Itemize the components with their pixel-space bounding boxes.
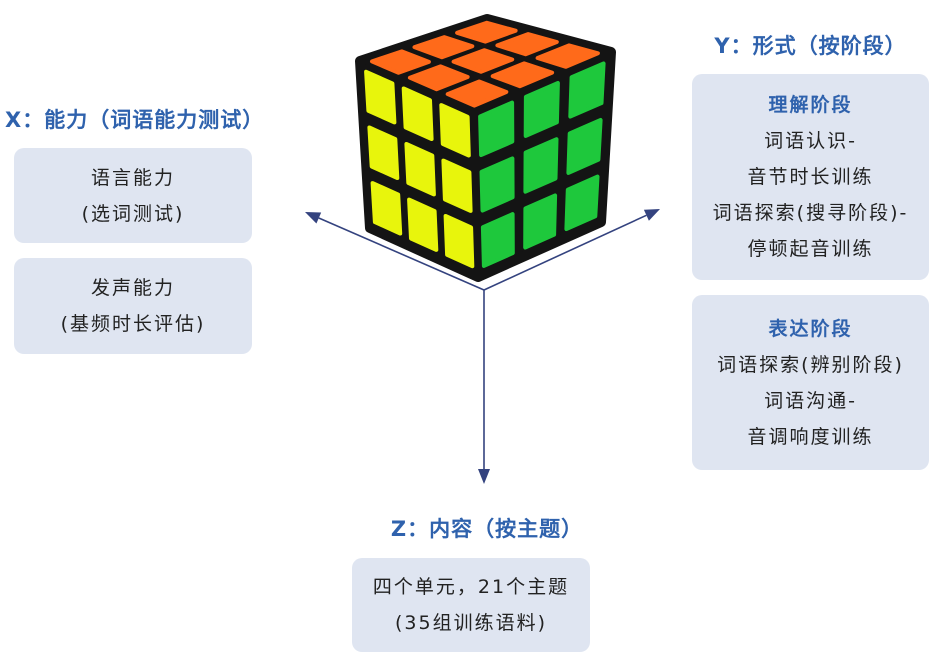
box-line: 语言能力 xyxy=(90,166,175,189)
cube-sticker-top-2-1 xyxy=(407,64,470,92)
cube-sticker-left-1-2 xyxy=(441,158,473,213)
box-line: (选词测试) xyxy=(81,202,185,225)
cube-sticker-left-1-0 xyxy=(367,125,400,180)
cube-sticker-right-1-1 xyxy=(523,137,559,194)
box-line: 音调响度训练 xyxy=(747,425,874,448)
cube-sticker-left-0-1 xyxy=(401,86,434,141)
cube-sticker-right-0-2 xyxy=(568,61,606,119)
box-line: 词语沟通- xyxy=(764,389,857,412)
cube-sticker-top-0-1 xyxy=(495,32,559,57)
cube-sticker-right-2-1 xyxy=(523,193,558,250)
rubiks-cube-icon xyxy=(355,14,616,282)
cube-sticker-right-0-1 xyxy=(523,81,560,138)
box-line: 发声能力 xyxy=(90,277,175,299)
box-line: 词语探索(搜寻阶段)- xyxy=(712,202,909,224)
y-box-comprehension-stage: 理解阶段 词语认识- 音节时长训练 词语探索(搜寻阶段)- 停顿起音训练 xyxy=(692,74,929,280)
y-box-expression-stage: 表达阶段 词语探索(辨别阶段) 词语沟通- 音调响度训练 xyxy=(692,295,929,470)
box-line: (基频时长评估) xyxy=(60,313,206,335)
z-box-content-units: 四个单元，21个主题 (35组训练语料) xyxy=(352,558,590,652)
cube-sticker-top-0-2 xyxy=(535,43,600,69)
x-box-language-ability: 语言能力 (选词测试) xyxy=(14,148,252,243)
axis-arrows xyxy=(305,209,660,484)
cube-sticker-right-1-0 xyxy=(479,156,515,213)
x-axis-arrow xyxy=(305,212,485,291)
box-heading: 表达阶段 xyxy=(768,317,853,340)
cube-sticker-left-2-2 xyxy=(443,214,475,269)
x-axis-title: X：能力（词语能力测试） xyxy=(5,108,265,132)
box-line: 音节时长训练 xyxy=(747,166,874,188)
cube-sticker-top-2-2 xyxy=(445,79,509,108)
cube-sticker-top-1-1 xyxy=(451,48,515,74)
cube-sticker-right-1-2 xyxy=(566,118,603,175)
z-axis-arrow xyxy=(478,290,490,484)
cube-sticker-left-2-0 xyxy=(370,181,403,236)
box-line: 停顿起音训练 xyxy=(747,238,874,260)
box-line: 词语认识- xyxy=(764,130,857,152)
cube-sticker-top-1-0 xyxy=(412,35,475,60)
cube-sticker-right-0-0 xyxy=(478,100,515,158)
cube-sticker-left-2-1 xyxy=(407,197,439,252)
z-axis-title: Z：内容（按主题） xyxy=(390,517,584,541)
x-box-vocal-ability: 发声能力 (基频时长评估) xyxy=(14,258,252,354)
cube-sticker-top-1-2 xyxy=(490,61,555,89)
box-heading: 理解阶段 xyxy=(768,94,853,116)
cube-sticker-right-2-0 xyxy=(480,212,515,268)
cube-sticker-left-0-2 xyxy=(439,103,471,158)
y-axis-arrow xyxy=(483,209,660,291)
box-line: 四个单元，21个主题 xyxy=(372,576,570,598)
cube-sticker-left-0-0 xyxy=(364,69,397,125)
y-axis-title: Y：形式（按阶段） xyxy=(714,34,907,58)
cube-sticker-right-2-2 xyxy=(564,174,600,232)
cube-sticker-top-2-0 xyxy=(370,49,431,75)
box-line: (35组训练语料) xyxy=(394,612,547,634)
cube-sticker-top-0-0 xyxy=(455,20,518,44)
box-line: 词语探索(辨别阶段) xyxy=(717,353,904,376)
cube-sticker-left-1-1 xyxy=(404,142,436,197)
